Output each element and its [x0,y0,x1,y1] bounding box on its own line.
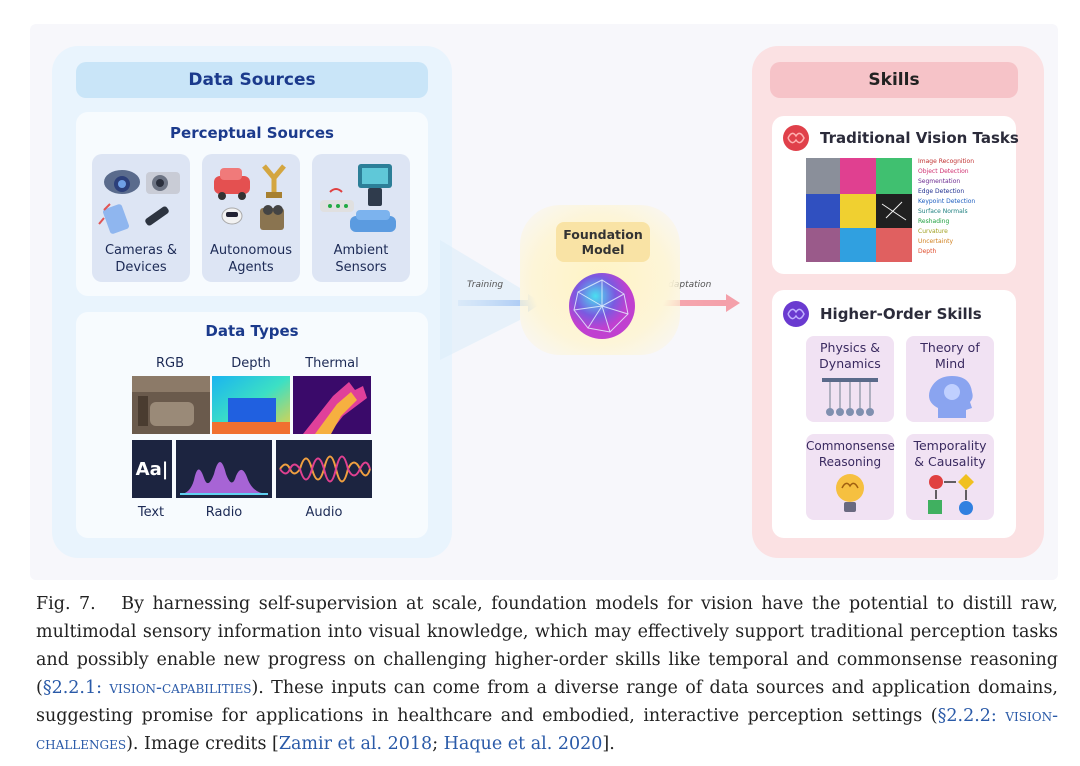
skill-label-line1: Physics & [820,340,880,355]
section-number: §2.2.2: [937,706,997,726]
source-label-line1: Ambient [333,243,389,258]
audio-image [276,440,372,498]
task-item: Image Recognition [918,158,975,165]
head-profile-icon [929,376,973,418]
radio-label: Radio [205,505,243,520]
audio-label: Audio [305,505,343,520]
data-sources-title: Data Sources [76,62,428,98]
skill-label-line1: Commonsense [806,439,895,453]
commonsense-reasoning-tile: Commonsense Reasoning [806,434,895,520]
ambient-sensors-tile: Ambient Sensors [312,154,410,282]
rgb-label: RGB [155,356,185,371]
caption-text: ). Image credits [ [126,734,279,754]
citation-link[interactable]: Haque et al. 2020 [443,734,603,754]
adaptation-arrowhead [726,294,740,312]
citation-separator: ; [432,734,444,754]
skill-label-line2: & Causality [914,454,986,469]
foundation-model-line2: Model [581,242,625,257]
source-label-line1: Cameras & [104,243,178,258]
adaptation-label: Adaptation [662,280,712,290]
section-number: §2.2.1: [42,678,103,698]
traditional-vision-title: Traditional Vision Tasks [820,129,1019,147]
section-name: vision-capabilities [109,678,252,698]
text-label: Text [137,505,165,520]
training-arrow [458,300,528,306]
source-label-line2: Devices [115,260,167,275]
network-globe-icon [569,273,635,339]
source-label-line2: Agents [228,260,274,275]
theory-of-mind-tile: Theory of Mind [906,336,994,422]
depth-label: Depth [231,356,271,371]
figure-caption: Fig. 7. By harnessing self-supervision a… [36,590,1058,758]
task-item: Depth [918,248,937,255]
source-label-line1: Autonomous [209,243,292,258]
higher-order-title: Higher-Order Skills [820,305,982,323]
caption-text: By harnessing self-supervision at scale,… [36,594,1058,698]
skill-label-line2: Reasoning [818,455,882,469]
newtons-cradle-icon [822,378,878,416]
section-link[interactable]: §2.2.1: vision-capabilities [43,678,252,698]
foundation-model-line1: Foundation [563,227,643,242]
task-item: Reshading [918,218,950,225]
task-item: Keypoint Detection [918,198,976,205]
perceptual-sources-title: Perceptual Sources [170,124,334,142]
camera-icon [98,170,180,234]
robot-car-icon [214,164,286,230]
task-item: Uncertainty [918,238,954,245]
foundation-model-box: Foundation Model [556,222,650,262]
task-item: Surface Normals [918,208,968,215]
adaptation-arrow [656,300,726,306]
data-types-title: Data Types [205,322,299,340]
training-label: Training [467,280,504,290]
task-item: Curvature [918,228,948,235]
skills-title: Skills [770,62,1018,98]
citation-link[interactable]: Zamir et al. 2018 [278,734,433,754]
vision-task-list: Image Recognition Object Detection Segme… [918,157,975,257]
causal-graph-icon [928,474,974,515]
physics-dynamics-tile: Physics & Dynamics [806,336,894,422]
thermal-image [293,376,371,434]
caption-text: ). These inputs can come from a diverse … [36,678,1058,726]
task-item: Edge Detection [918,188,965,195]
skill-label-line1: Temporality [913,438,987,453]
section-link[interactable]: §2.2.2: vision-challenges [36,706,1058,754]
radio-image [176,440,272,498]
section-name: vision-challenges [36,706,1058,754]
task-item: Object Detection [918,168,969,175]
depth-image [212,376,290,434]
figure-number: Fig. 7. [36,594,96,614]
caption-text: ]. [602,734,615,754]
text-image: Aa| [132,440,172,498]
brain-icon [783,301,809,327]
skill-label-line2: Mind [934,356,966,371]
sensor-icon [320,164,396,232]
task-item: Segmentation [918,178,961,185]
autonomous-agents-tile: Autonomous Agents [202,154,300,282]
vision-task-collage [806,158,912,262]
skill-label-line1: Theory of [920,340,980,355]
rgb-image [132,376,210,434]
brain-icon [783,125,809,151]
lightbulb-brain-icon [836,474,864,512]
thermal-label: Thermal [305,356,359,371]
cameras-devices-tile: Cameras & Devices [92,154,190,282]
temporality-causality-tile: Temporality & Causality [906,434,994,520]
skill-label-line2: Dynamics [819,356,881,371]
source-label-line2: Sensors [335,260,387,275]
